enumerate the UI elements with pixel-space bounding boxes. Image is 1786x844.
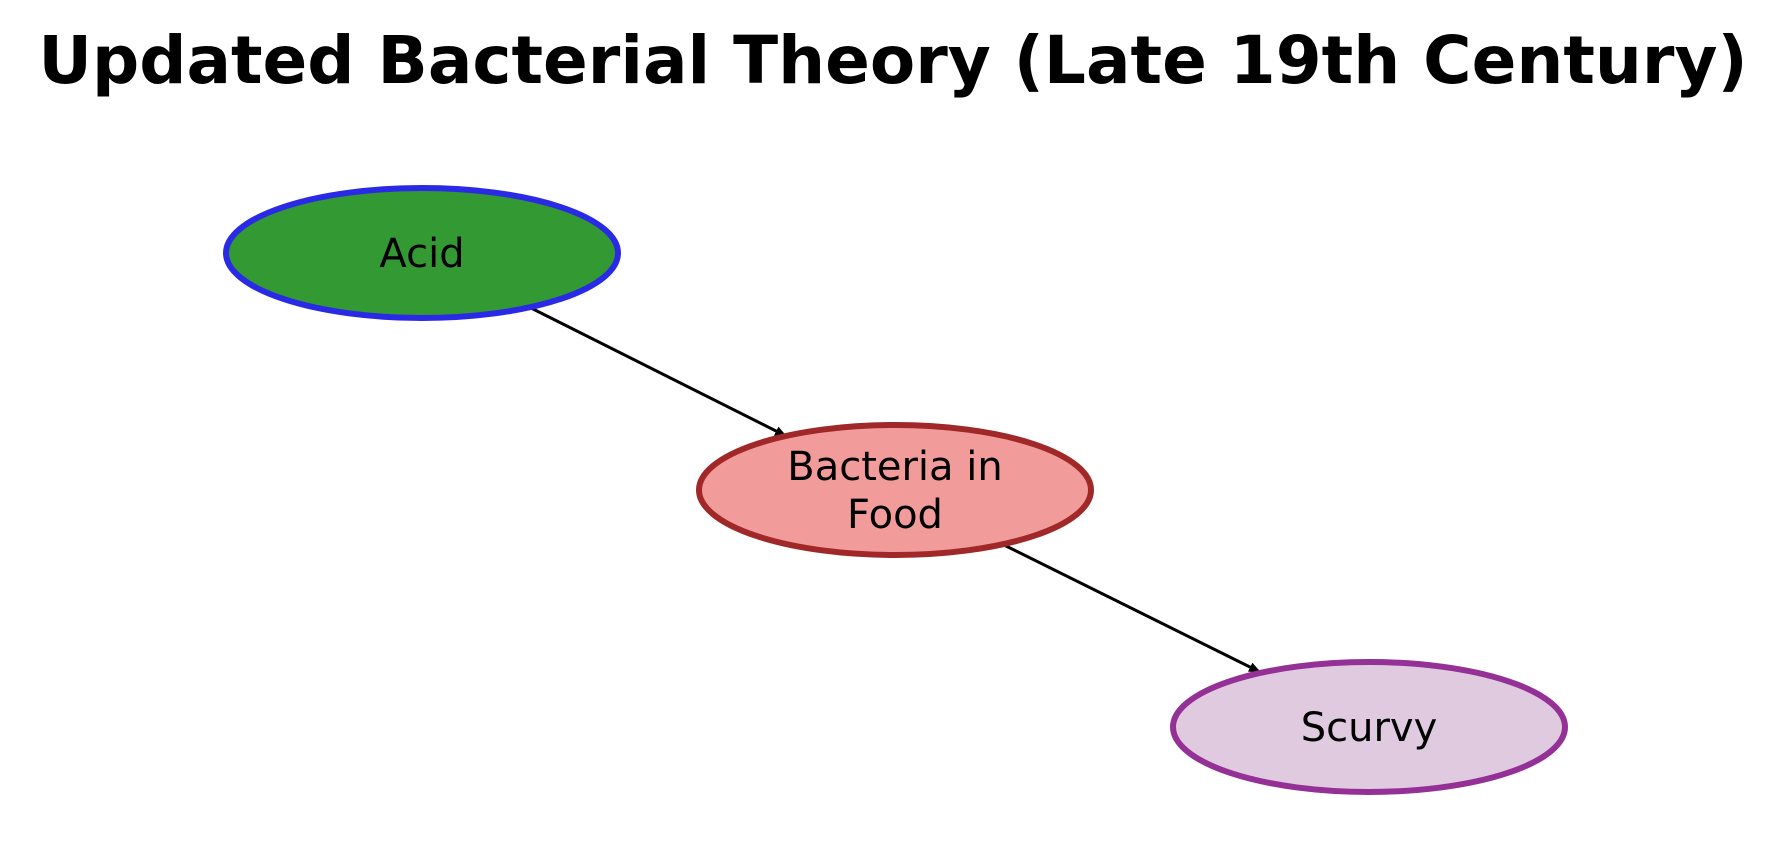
node-acid-shape xyxy=(223,185,621,321)
edges-layer xyxy=(530,306,1261,674)
node-acid: Acid xyxy=(223,185,621,321)
node-scurvy: Scurvy xyxy=(1170,659,1568,795)
node-bacteria-shape xyxy=(696,422,1094,558)
edge-bacteria-to-scurvy xyxy=(1003,543,1261,674)
diagram-title: Updated Bacterial Theory (Late 19th Cent… xyxy=(38,22,1748,99)
node-bacteria-label: Bacteria in xyxy=(787,444,1003,490)
edge-acid-to-bacteria xyxy=(530,306,787,438)
node-acid-label: Acid xyxy=(379,231,464,277)
node-bacteria-label: Food xyxy=(847,492,943,538)
node-scurvy-label: Scurvy xyxy=(1301,705,1438,751)
node-scurvy-shape xyxy=(1170,659,1568,795)
